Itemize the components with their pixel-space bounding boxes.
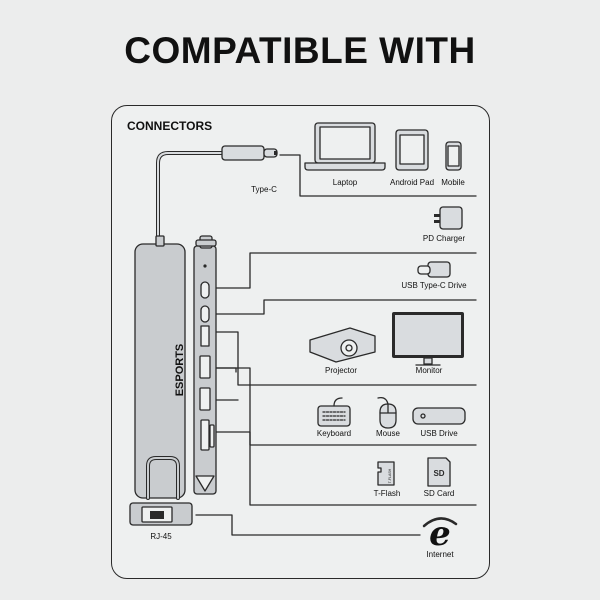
label-monitor: Monitor: [415, 366, 443, 375]
internet-icon: e: [422, 514, 458, 554]
usb-type-c-drive-icon: [417, 261, 451, 278]
label-sd-card: SD Card: [423, 489, 455, 498]
label-rj45: RJ-45: [150, 532, 172, 541]
label-laptop: Laptop: [332, 178, 358, 187]
keyboard-icon: [317, 397, 351, 427]
usb-c-cable: [156, 151, 224, 242]
line-tf-sd: [215, 431, 477, 506]
usb-drive-icon: [412, 407, 466, 425]
label-mobile: Mobile: [441, 178, 465, 187]
line-usb-a-2: [215, 367, 477, 446]
t-flash-icon: T-FLASH: [377, 461, 395, 486]
sd-card-icon: SD: [427, 457, 451, 487]
label-t-flash: T-Flash: [373, 489, 401, 498]
label-mouse: Mouse: [375, 429, 401, 438]
label-usb-type-c-drive: USB Type-C Drive: [401, 281, 467, 290]
mouse-icon: [377, 396, 397, 429]
monitor-icon: [392, 312, 464, 366]
label-usb-drive: USB Drive: [420, 429, 458, 438]
line-hdmi: [215, 331, 477, 386]
label-pd-charger: PD Charger: [422, 234, 466, 243]
mobile-icon: [445, 141, 462, 171]
page-title: COMPATIBLE WITH: [124, 30, 476, 71]
label-internet: Internet: [426, 550, 454, 559]
label-android-pad: Android Pad: [389, 178, 435, 187]
label-type-c: Type-C: [251, 185, 277, 194]
pd-charger-icon: [434, 206, 463, 230]
sd-card-text: SD: [433, 469, 444, 478]
t-flash-chip-text: T-FLASH: [388, 468, 392, 483]
line-usbc-1: [215, 252, 477, 289]
line-type-c: [279, 154, 477, 197]
projector-icon: [309, 327, 376, 363]
label-keyboard: Keyboard: [316, 429, 352, 438]
laptop-icon: [304, 122, 386, 171]
line-rj45: [195, 514, 421, 536]
line-usbc-2: [215, 299, 477, 315]
label-projector: Projector: [324, 366, 358, 375]
section-title: CONNECTORS: [127, 119, 213, 133]
svg-text:e: e: [429, 514, 451, 554]
android-pad-icon: [395, 129, 429, 171]
type-c-plug-icon: [221, 145, 265, 161]
hub-brand-text: ESPORTS: [174, 344, 186, 397]
